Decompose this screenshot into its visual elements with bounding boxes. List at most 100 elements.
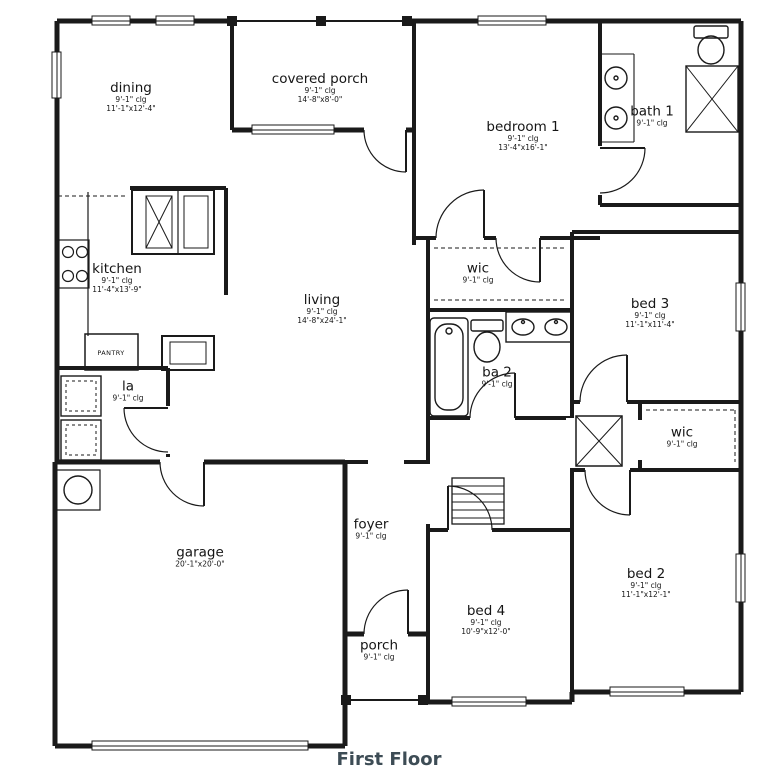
room-dimensions: 14'-8"x8'-0" [297, 94, 343, 104]
water-heater-icon [63, 475, 93, 505]
double-vanity-icon [505, 311, 573, 343]
doors [123, 129, 646, 635]
room-label-bed-2: bed 2 9'-1" clg 11'-1"x12'-1" [621, 566, 671, 599]
room-ceiling: 9'-1" clg [634, 311, 666, 321]
porch-posts [227, 16, 428, 705]
room-name: living [303, 292, 341, 309]
cabinet-icon [131, 189, 215, 255]
room-ceiling: 9'-1" clg [304, 86, 336, 96]
laundry-fixtures [60, 375, 102, 461]
room-label-bedroom-1: bedroom 1 9'-1" clg 13'-4"x16'-1" [486, 119, 560, 152]
door-icon [363, 589, 409, 635]
door-icon [447, 485, 493, 531]
room-ceiling: 9'-1" clg [636, 118, 668, 128]
door-icon [599, 147, 646, 194]
porch-post [316, 16, 326, 26]
room-name: porch [359, 637, 399, 654]
porch-post [227, 16, 237, 26]
toilet-icon [693, 25, 729, 65]
room-name: kitchen [92, 261, 142, 278]
bath2-fixtures [429, 311, 573, 417]
door-icon [159, 461, 205, 507]
door-icon [123, 407, 169, 453]
room-dimensions: 11'-4"x13'-9" [92, 284, 142, 294]
room-label-covered-porch: covered porch 9'-1" clg 14'-8"x8'-0" [271, 71, 369, 104]
porch-post [341, 695, 351, 705]
room-label-garage: garage 20'-1"x20'-0" [175, 545, 225, 569]
window-icon [735, 282, 746, 332]
window-icon [51, 51, 62, 99]
garage-fixtures [57, 469, 101, 511]
toilet-icon [470, 319, 504, 363]
bath1-fixtures [600, 25, 739, 143]
room-label-dining: dining 9'-1" clg 11'-1"x12'-4" [106, 80, 156, 113]
kitchen-fixtures [58, 189, 215, 371]
room-ceiling: 9'-1" clg [112, 393, 144, 403]
wic1-shelves [434, 247, 564, 301]
room-name: covered porch [271, 71, 369, 88]
window-icon [477, 15, 547, 26]
room-dimensions: 20'-1"x20'-0" [175, 559, 225, 569]
wic2-shelves [646, 409, 736, 462]
room-label-laundry: la 9'-1" clg [112, 379, 143, 403]
room-dimensions: 11'-1"x12'-1" [621, 589, 671, 599]
room-name: ba 2 [482, 364, 512, 381]
room-dimensions: 11'-1"x11'-4" [625, 319, 675, 329]
room-ceiling: 9'-1" clg [306, 307, 338, 317]
dryer-icon [60, 419, 102, 461]
room-label-foyer: foyer 9'-1" clg [354, 517, 389, 541]
room-name: wic [670, 424, 694, 441]
room-label-bath-1: bath 1 9'-1" clg [630, 104, 674, 128]
garage-door-icon [91, 740, 309, 751]
door-icon [469, 372, 516, 419]
room-ceiling: 9'-1" clg [481, 379, 513, 389]
room-label-bed-3: bed 3 9'-1" clg 11'-1"x11'-4" [625, 296, 675, 329]
room-label-porch: porch 9'-1" clg [360, 638, 398, 662]
room-ceiling: 9'-1" clg [101, 276, 133, 286]
hall-fixtures [451, 415, 623, 525]
window-icon [451, 696, 527, 707]
room-dimensions: 13'-4"x16'-1" [498, 142, 548, 152]
sink-icon [604, 106, 628, 130]
room-ceiling: 9'-1" clg [462, 275, 494, 285]
room-name: bedroom 1 [486, 119, 560, 136]
room-label-living: living 9'-1" clg 14'-8"x24'-1" [297, 292, 347, 325]
room-name: bath 1 [630, 103, 674, 120]
window-icon [91, 15, 131, 26]
window-icon [735, 553, 746, 603]
room-ceiling: 9'-1" clg [115, 95, 147, 105]
room-label-bed-4: bed 4 9'-1" clg 10'-9"x12'-0" [461, 603, 511, 636]
room-ceiling: 9'-1" clg [363, 652, 395, 662]
room-label-wic-1: wic 9'-1" clg [462, 261, 493, 285]
porch-edges [232, 20, 428, 701]
windows [51, 15, 746, 751]
room-ceiling: 9'-1" clg [470, 618, 502, 628]
vanity-icon [600, 53, 635, 143]
room-name: wic [466, 260, 490, 277]
window-icon [609, 686, 685, 697]
room-name: garage [176, 544, 224, 561]
window-icon [155, 15, 195, 26]
room-name: dining [110, 80, 152, 97]
attic-ladder-icon [451, 477, 505, 525]
door-icon [579, 354, 628, 403]
room-dimensions: 10'-9"x12'-0" [461, 626, 511, 636]
window-icon [251, 124, 335, 135]
door-openings [160, 125, 646, 639]
room-ceiling: 9'-1" clg [355, 531, 387, 541]
pantry-box [84, 333, 139, 371]
shower-icon [685, 65, 739, 133]
door-icon [495, 237, 541, 283]
door-icon [363, 129, 407, 173]
bathtub-icon [429, 317, 469, 417]
sink-icon [604, 66, 628, 90]
closet-shelves [434, 247, 736, 462]
floor-title: First Floor [336, 749, 442, 770]
room-dimensions: 14'-8"x24'-1" [297, 315, 347, 325]
room-name: bed 3 [630, 296, 670, 313]
room-label-kitchen: kitchen 9'-1" clg 11'-4"x13'-9" [92, 261, 142, 294]
room-label-wic-2: wic 9'-1" clg [666, 425, 697, 449]
room-ceiling: 9'-1" clg [507, 134, 539, 144]
